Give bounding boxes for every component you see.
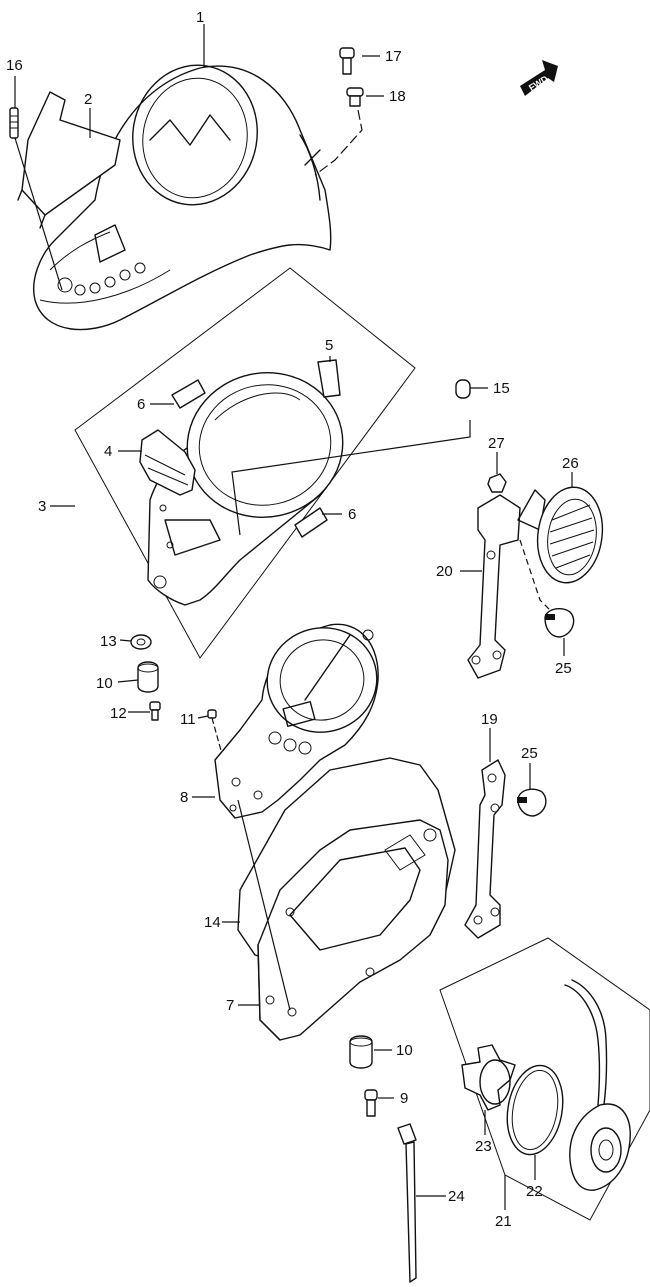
- callout-17: 17: [385, 48, 402, 65]
- cap-part-15: [231, 379, 471, 536]
- socket-part-21: [564, 979, 631, 1191]
- callout-27: 27: [488, 435, 505, 452]
- bolt-part-18: [314, 87, 364, 176]
- callout-4: 4: [104, 443, 112, 460]
- callout-26: 26: [562, 455, 579, 472]
- callout-7: 7: [226, 997, 234, 1014]
- callout-24: 24: [448, 1188, 465, 1205]
- nut-part-27: [487, 473, 507, 493]
- cushion-part-6-bottom: [294, 507, 328, 538]
- cushion-part-5: [317, 359, 341, 398]
- callout-9: 9: [400, 1090, 408, 1107]
- meter-cover-part-1: [33, 64, 332, 331]
- callout-20: 20: [436, 563, 453, 580]
- callout-22: 22: [526, 1183, 543, 1200]
- switch-block-part-4: [139, 429, 196, 496]
- forward-arrow-icon: FWD: [520, 60, 558, 96]
- callout-12: 12: [110, 705, 127, 722]
- callout-19: 19: [481, 711, 498, 728]
- screw-part-12: [149, 701, 161, 721]
- reflector-part-26: [536, 486, 604, 584]
- ring-part-22: [506, 1064, 564, 1156]
- callout-13: 13: [100, 633, 117, 650]
- callout-25-bottom: 25: [521, 745, 538, 762]
- leader-lines: [14, 24, 573, 1210]
- lower-case-part-7: [237, 799, 449, 1041]
- callout-23: 23: [475, 1138, 492, 1155]
- callout-14: 14: [204, 914, 221, 931]
- callout-10-top: 10: [96, 675, 113, 692]
- clamp-part-25-bottom: [517, 788, 547, 817]
- callout-3: 3: [38, 498, 46, 515]
- bracket-part-19: [464, 759, 506, 939]
- callout-1: 1: [196, 9, 204, 26]
- callout-18: 18: [389, 88, 406, 105]
- washer-part-13: [130, 634, 152, 650]
- cable-tie-part-24: [397, 1123, 417, 1283]
- meter-case-part-3: [147, 372, 344, 606]
- callout-15: 15: [493, 380, 510, 397]
- callout-10-bottom: 10: [396, 1042, 413, 1059]
- meter-assembly-part-8: [214, 623, 379, 819]
- callout-6-bottom: 6: [348, 506, 356, 523]
- callout-2: 2: [84, 91, 92, 108]
- callout-8: 8: [180, 789, 188, 806]
- bracket-part-20: [467, 489, 556, 679]
- screw-part-9: [364, 1089, 378, 1117]
- bracket-part-2: [17, 91, 121, 229]
- grommet-part-10-top: [137, 661, 159, 693]
- cushion-part-6-top: [171, 379, 206, 409]
- callout-6-top: 6: [137, 396, 145, 413]
- callout-25-top: 25: [555, 660, 572, 677]
- bolt-part-17: [339, 47, 355, 75]
- callout-16: 16: [6, 57, 23, 74]
- clamp-part-25-top: [544, 608, 575, 638]
- callout-11: 11: [180, 711, 196, 728]
- callout-5: 5: [325, 337, 333, 354]
- screw-part-16: [9, 107, 63, 291]
- grommet-part-10-bottom: [349, 1035, 373, 1069]
- callout-labels: 1 2 3 4 5 6 6 7 8 9 10 10 11 12 13 14 15…: [6, 9, 579, 1230]
- bulb-holder-part-23: [461, 1044, 516, 1111]
- callout-21: 21: [495, 1213, 512, 1230]
